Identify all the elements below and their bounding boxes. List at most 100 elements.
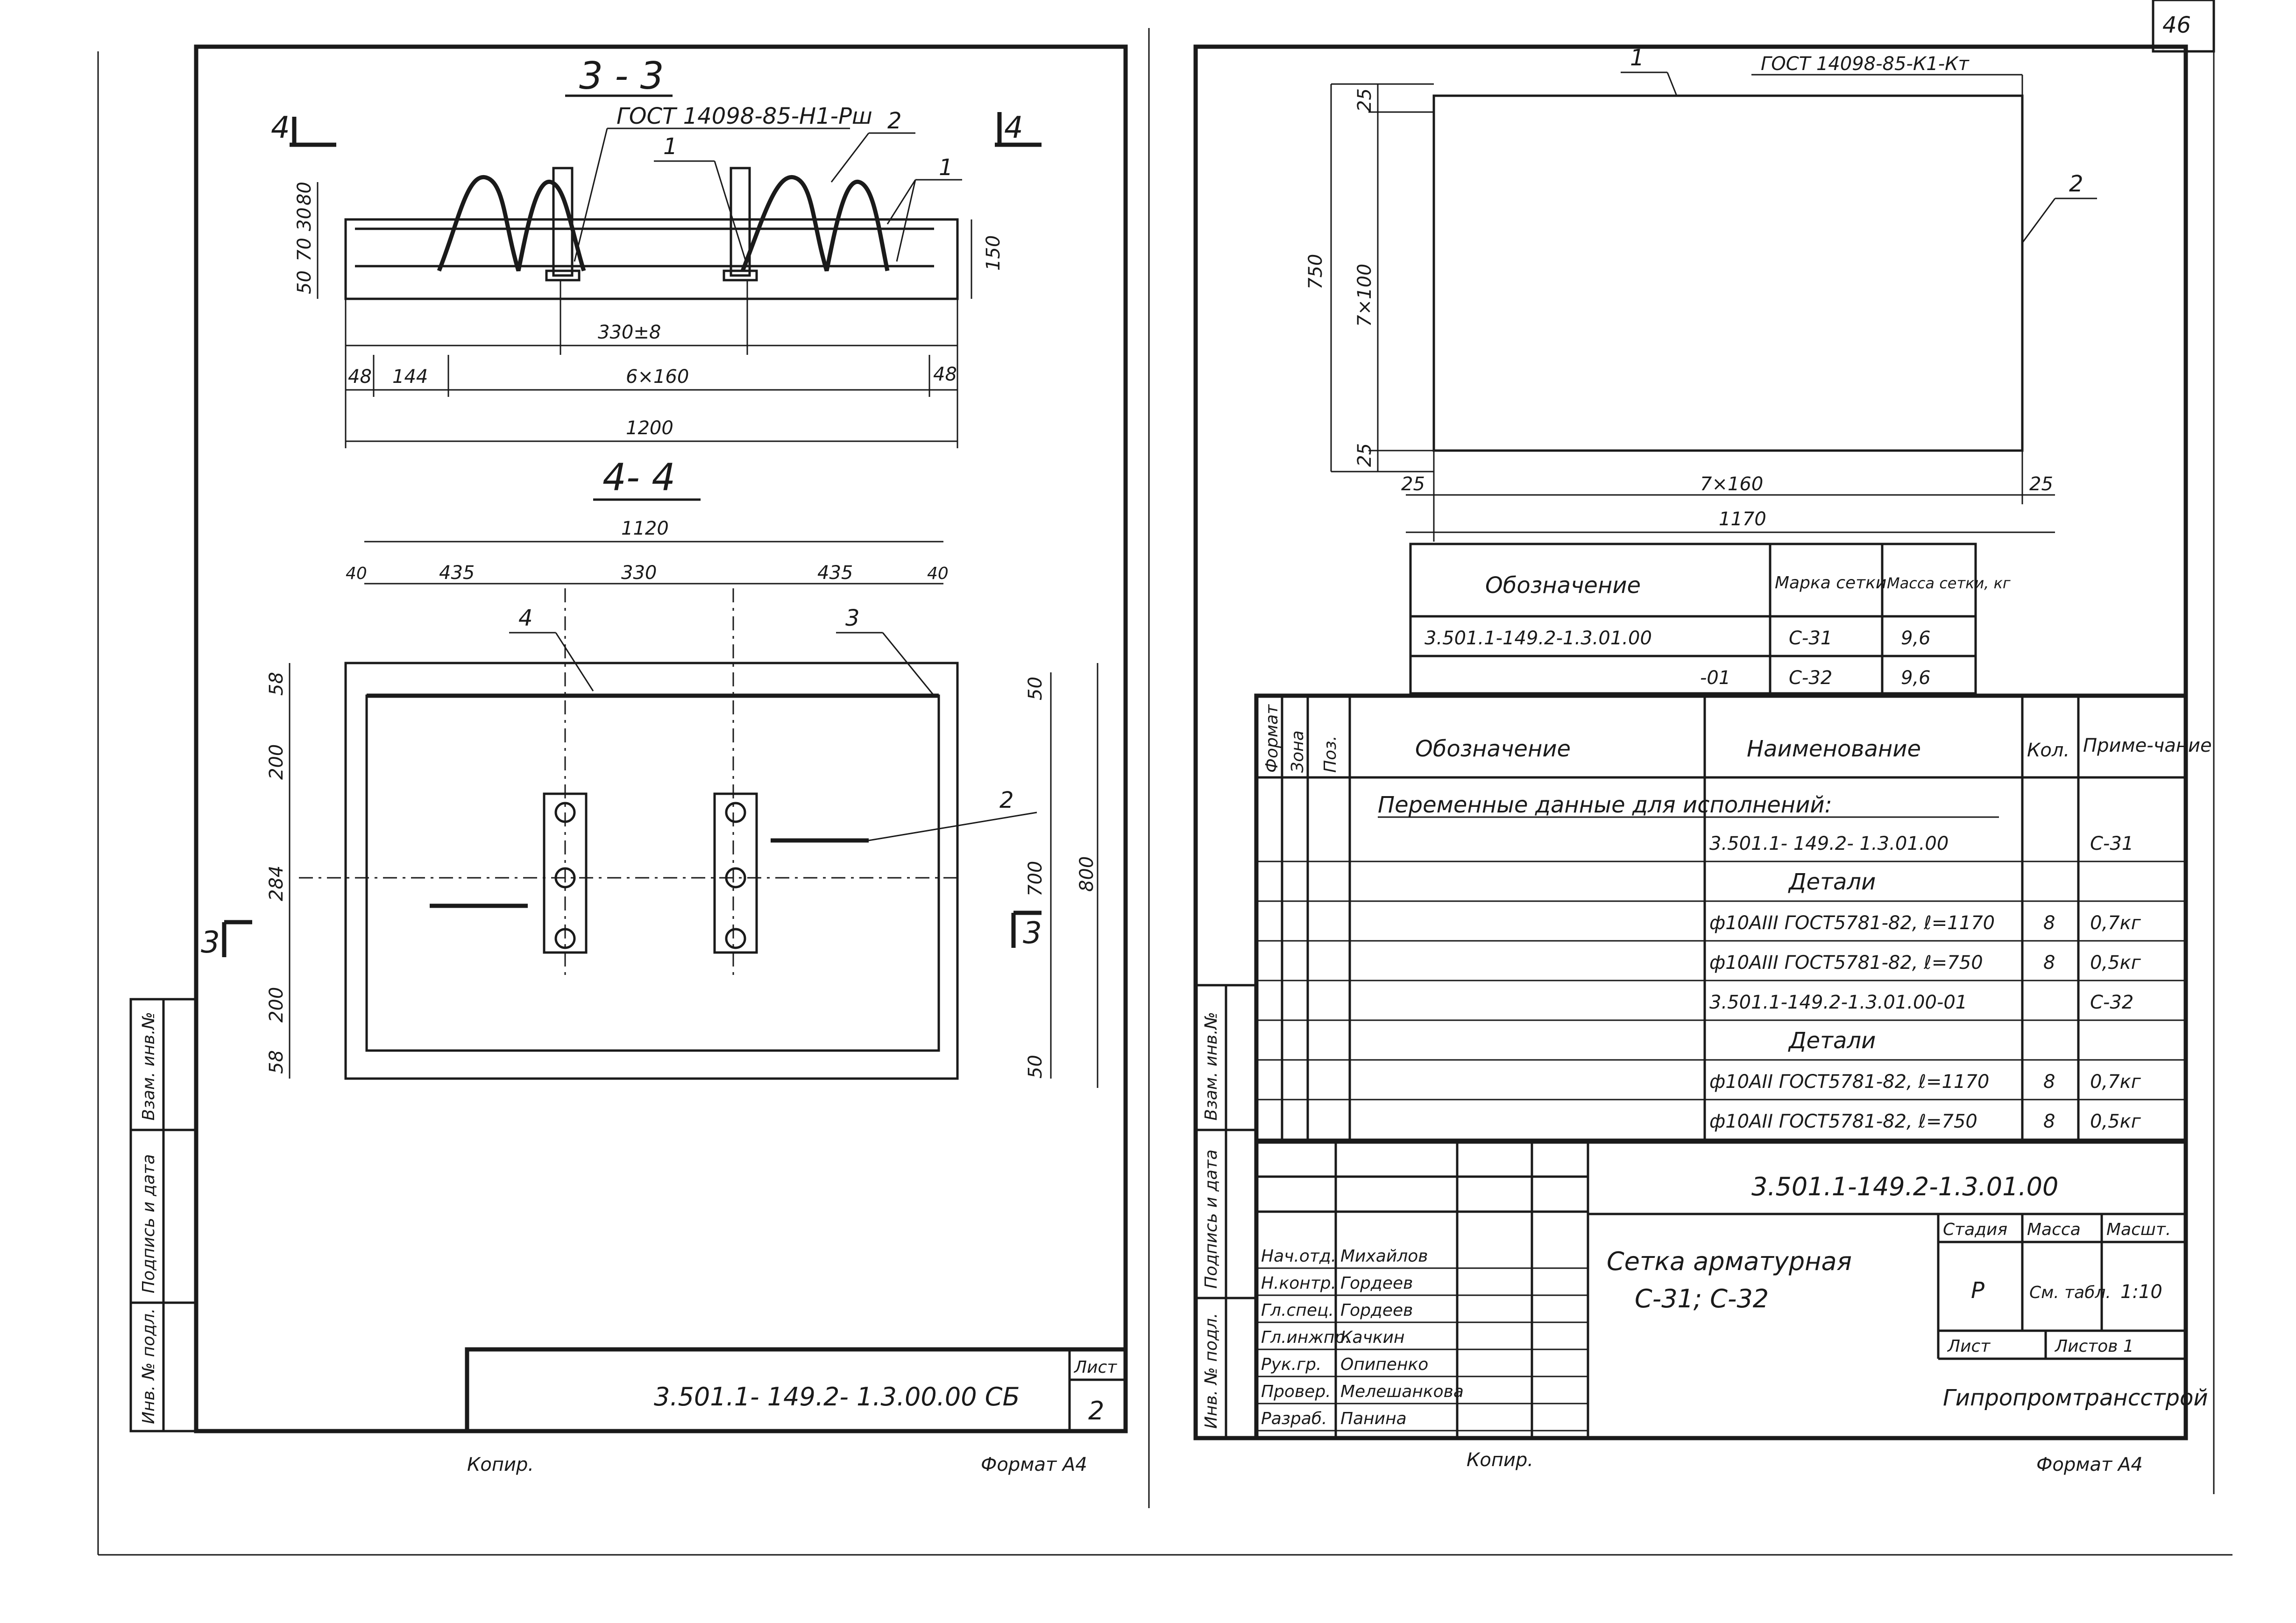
spec-row-qty: 8: [2043, 1111, 2055, 1132]
spec-row-note: 0,5кг: [2090, 952, 2141, 974]
spec-row-name: 3.501.1- 149.2- 1.3.01.00: [1709, 833, 1949, 854]
table-cell: С-31: [1789, 628, 1832, 649]
dim-label: 50: [294, 270, 315, 294]
dim-label: 200: [266, 744, 287, 780]
list-label: Лист: [1947, 1337, 1991, 1356]
spec-row-note: С-32: [2090, 992, 2133, 1013]
section-title: 4- 4: [602, 456, 675, 499]
spec-header: Зона: [1288, 730, 1307, 773]
spec-row-qty: 8: [2043, 1071, 2055, 1093]
dim-label: 58: [266, 672, 287, 696]
doc-number: 3.501.1-149.2-1.3.01.00: [1751, 1172, 2058, 1201]
staff-name: Опипенко: [1340, 1355, 1428, 1374]
cut-marker-label: 4: [271, 111, 290, 145]
side-stamp-label: Инв. № подл.: [1202, 1313, 1221, 1429]
staff-role: Гл.спец.: [1261, 1301, 1334, 1320]
dim-label: 40: [346, 564, 367, 583]
dim-label: 70: [294, 238, 315, 261]
spec-row-name: ф10АII ГОСТ5781-82, ℓ=1170: [1709, 1071, 1989, 1093]
table-cell: 9,6: [1901, 667, 1931, 689]
mesh-drawing: 1 ГОСТ 14098-85-К1-Кт 2 750 25 7×100 25: [1305, 45, 2097, 542]
dim-label: 80: [294, 182, 315, 205]
side-stamp-label: Подпись и дата: [139, 1154, 158, 1293]
spec-section-title: Переменные данные для исполнений:: [1378, 792, 1832, 818]
side-stamp-label: Подпись и дата: [1202, 1150, 1221, 1289]
copy-label: Копир.: [467, 1454, 534, 1475]
lists-label: Листов 1: [2054, 1337, 2134, 1356]
dim-label: 25: [1401, 473, 1425, 495]
spec-row-name: ф10АIII ГОСТ5781-82, ℓ=1170: [1709, 912, 1995, 934]
format-label: Формат А4: [981, 1454, 1087, 1475]
mass-value: См. табл.: [2029, 1283, 2111, 1302]
table-cell: 9,6: [1901, 628, 1931, 649]
dim-label: 144: [392, 366, 428, 388]
callout-label: 2: [2069, 171, 2083, 197]
org-name: Гипропромтрансстрой: [1943, 1385, 2208, 1411]
table-header: Обозначение: [1485, 572, 1641, 599]
dim-label: 48: [933, 364, 957, 385]
staff-name: Качкин: [1340, 1328, 1405, 1347]
title-line-1: Сетка арматурная: [1607, 1247, 1852, 1276]
dim-label: 50: [1025, 677, 1046, 700]
dim-label: 700: [1025, 861, 1046, 896]
staff-name: Михайлов: [1340, 1247, 1428, 1266]
spec-row-note: 0,7кг: [2090, 1071, 2141, 1093]
dim-label: 25: [2029, 473, 2053, 495]
spec-header: Формат: [1262, 704, 1282, 773]
dim-label: 25: [1354, 88, 1375, 112]
list-label: Лист: [1073, 1358, 1117, 1377]
side-stamp-label: Взам. инв.№: [139, 1012, 158, 1121]
doc-number: 3.501.1- 149.2- 1.3.00.00 СБ: [654, 1382, 1020, 1411]
callout-label: 2: [887, 108, 902, 134]
left-side-stamp: Инв. № подл. Подпись и дата Взам. инв.№: [129, 998, 198, 1432]
sheet-number: 46: [2162, 12, 2191, 38]
section-title: 3 - 3: [579, 54, 664, 98]
table-cell: С-32: [1789, 667, 1832, 689]
dim-label: 330: [621, 562, 657, 584]
staff-role: Рук.гр.: [1261, 1355, 1321, 1374]
staff-role: Н.контр.: [1261, 1274, 1336, 1293]
spec-header: Приме-чание: [2083, 735, 2212, 756]
cut-marker-label: 4: [1004, 111, 1023, 145]
dim-label: 7×160: [1700, 473, 1763, 495]
cut-marker-label: 3: [1023, 916, 1042, 951]
spec-table: Формат Зона Поз. Обозначение Наименовани…: [1254, 693, 2212, 1144]
section-4-4: 4- 4 1120 40 435 330 435 40: [201, 456, 1098, 1088]
spec-row-qty: 8: [2043, 912, 2055, 934]
staff-name: Мелешанкова: [1340, 1382, 1464, 1401]
callout-label: 2: [999, 787, 1014, 813]
copy-label: Копир.: [1467, 1449, 1533, 1471]
staff-role: Гл.инжпр.: [1261, 1328, 1351, 1347]
dim-label: 25: [1354, 443, 1375, 467]
staff-name: Гордеев: [1340, 1274, 1413, 1293]
dim-label: 1200: [626, 417, 673, 439]
staff-name: Гордеев: [1340, 1301, 1413, 1320]
dim-label: 330±8: [598, 322, 661, 343]
right-title-block: 3.501.1-149.2-1.3.01.00 Сетка арматурная…: [1254, 1139, 2208, 1440]
gost-label: ГОСТ 14098-85-Н1-Рш: [617, 103, 872, 129]
dim-label: 48: [348, 366, 372, 388]
callout-label: 1: [663, 134, 678, 160]
right-side-stamp: Инв. № подл. Подпись и дата Взам. инв.№: [1194, 984, 1258, 1440]
dim-label: 1170: [1719, 508, 1766, 530]
stage-label: Стадия: [1943, 1220, 2007, 1239]
table-cell: 3.501.1-149.2-1.3.01.00: [1424, 628, 1652, 649]
dim-label: 750: [1305, 254, 1326, 289]
stage-value: Р: [1971, 1277, 1984, 1304]
left-sheet: Инв. № подл. Подпись и дата Взам. инв.№ …: [129, 28, 1150, 1508]
dim-label: 200: [266, 987, 287, 1023]
dim-label: 7×100: [1354, 264, 1375, 327]
callout-label: 4: [518, 605, 533, 631]
mark-table: Обозначение Марка сетки Масса сетки, кг …: [1409, 543, 2011, 695]
spec-header: Наименование: [1747, 736, 1921, 762]
callout-label: 1: [939, 155, 953, 181]
spec-row-name: ф10АIII ГОСТ5781-82, ℓ=750: [1709, 952, 1983, 974]
spec-row-note: 0,5кг: [2090, 1111, 2141, 1132]
mass-label: Масса: [2027, 1220, 2081, 1239]
side-stamp-label: Инв. № подл.: [139, 1308, 158, 1424]
dim-label: 800: [1076, 856, 1098, 892]
table-cell: -01: [1700, 667, 1730, 689]
callout-label: 1: [1630, 45, 1644, 71]
